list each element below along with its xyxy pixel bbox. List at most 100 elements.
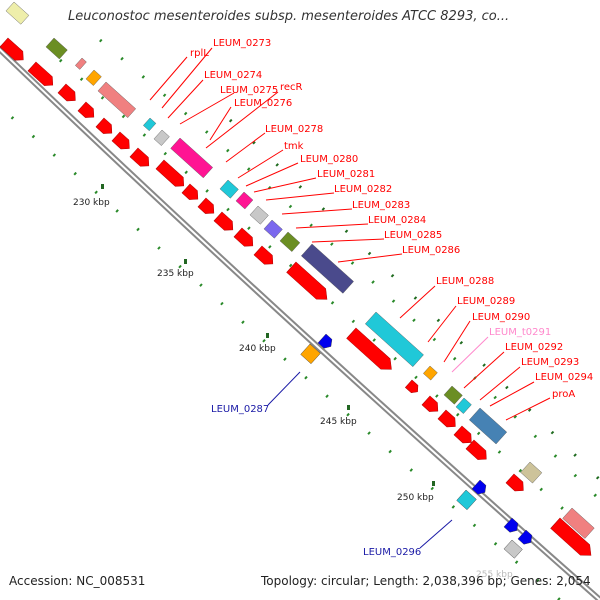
gene-arrow[interactable] [505,473,527,495]
gene-block[interactable] [170,137,213,179]
tick-label: 255 kbp [476,570,513,580]
gene-arrow[interactable] [346,327,396,375]
gene-block[interactable] [520,461,543,484]
genome-backbone [0,45,600,600]
gene-label[interactable]: LEUM_0278 [265,124,323,135]
gene-arrow[interactable] [129,147,153,170]
gene-block[interactable] [153,129,170,146]
gene-arrow[interactable] [437,409,459,431]
gene-block[interactable] [423,365,438,381]
gene-label[interactable]: tmk [284,141,304,152]
gene-block[interactable] [219,179,239,199]
tick-label: 245 kbp [320,417,357,427]
gene-label[interactable]: rplL [190,48,209,59]
gene-arrow[interactable] [550,517,596,561]
gene-arrow[interactable] [253,245,277,268]
gene-arrow[interactable] [0,37,27,64]
tick-mark [432,481,435,486]
gene-label[interactable]: LEUM_0293 [521,357,579,368]
gene-arrow[interactable] [111,131,133,153]
gene-arrow[interactable] [465,439,490,464]
gene-arrow[interactable] [453,425,475,447]
tick-label: 235 kbp [157,269,194,279]
gene-label[interactable]: LEUM_0286 [402,245,460,256]
gene-block[interactable] [263,219,283,239]
gene-arrow[interactable] [155,159,188,190]
gene-label[interactable]: LEUM_0283 [352,200,410,211]
gene-label[interactable]: LEUM_0284 [368,215,426,226]
gene-label[interactable]: LEUM_0290 [472,312,530,323]
gene-arrow[interactable] [503,517,521,535]
gene-label[interactable]: LEUM_0273 [213,38,271,49]
gene-arrow[interactable] [286,261,332,305]
topology-label: Topology: circular; Length: 2,038,396 bp… [261,574,591,588]
gene-label[interactable]: LEUM_0281 [317,169,375,180]
gene-block[interactable] [443,385,463,405]
gene-label[interactable]: LEUM_0288 [436,276,494,287]
gene-block[interactable] [5,1,30,25]
gene-block[interactable] [249,205,269,225]
gene-block[interactable] [75,57,87,70]
gene-block[interactable] [455,397,472,414]
dotted-guides-dark [228,118,600,482]
tick-labels: 230 kbp 235 kbp 240 kbp 245 kbp 250 kbp … [73,198,513,580]
gene-label[interactable]: LEUM_0289 [457,296,515,307]
gene-label[interactable]: LEUM_0287 [211,404,269,415]
gene-block[interactable] [456,489,477,511]
gene-block[interactable] [143,117,157,132]
gene-label[interactable]: LEUM_0276 [234,98,292,109]
gene-block[interactable] [562,507,595,539]
gene-block[interactable] [97,81,137,118]
gene-arrow[interactable] [471,479,489,497]
gene-label[interactable]: LEUM_0282 [334,184,392,195]
gene-arrow[interactable] [517,529,535,547]
gene-block[interactable] [469,407,508,445]
gene-block[interactable] [300,343,321,365]
gene-label[interactable]: LEUM_0275 [220,85,278,96]
gene-arrow[interactable] [317,333,335,351]
gene-arrow[interactable] [181,183,202,204]
tick-marks [101,184,435,486]
gene-label[interactable]: LEUM_0280 [300,154,358,165]
gene-track-inner [300,333,535,559]
gene-block[interactable] [85,69,102,86]
genome-title: Leuconostoc mesenteroides subsp. mesente… [68,9,510,24]
gene-label[interactable]: recR [280,82,303,93]
gene-block[interactable] [301,243,354,294]
gene-arrow[interactable] [421,395,442,416]
gene-block[interactable] [365,311,424,367]
gene-arrow[interactable] [27,61,57,90]
label-leader-lines [149,47,551,549]
gene-label[interactable]: LEUM_0285 [384,230,442,241]
gene-block[interactable] [45,37,68,60]
gene-track-forward [5,1,595,539]
gene-label[interactable]: LEUM_t0291 [489,327,551,338]
gene-arrow[interactable] [213,211,237,234]
gene-block[interactable] [235,191,254,210]
gene-arrow[interactable] [404,379,421,395]
gene-block[interactable] [503,539,523,559]
tick-mark [101,184,104,189]
gene-arrow[interactable] [57,83,79,105]
gene-arrow[interactable] [77,101,98,122]
gene-label[interactable]: LEUM_0294 [535,372,593,383]
tick-label: 230 kbp [73,198,110,208]
tick-mark [184,259,187,264]
gene-label[interactable]: proA [552,389,575,400]
gene-label[interactable]: LEUM_0292 [505,342,563,353]
gene-track-reverse [0,37,596,561]
gene-arrow[interactable] [197,197,218,218]
gene-arrow[interactable] [95,117,116,138]
gene-labels: rplL LEUM_0273 LEUM_0274 recR LEUM_0275 … [190,38,593,558]
gene-block[interactable] [279,231,301,252]
accession-label: Accession: NC_008531 [9,574,146,588]
gene-label[interactable]: LEUM_0274 [204,70,262,81]
tick-label: 250 kbp [397,493,434,503]
tick-label: 240 kbp [239,344,276,354]
tick-mark [347,405,350,410]
gene-arrow[interactable] [233,227,257,250]
tick-mark [266,333,269,338]
gene-label[interactable]: LEUM_0296 [363,547,421,558]
